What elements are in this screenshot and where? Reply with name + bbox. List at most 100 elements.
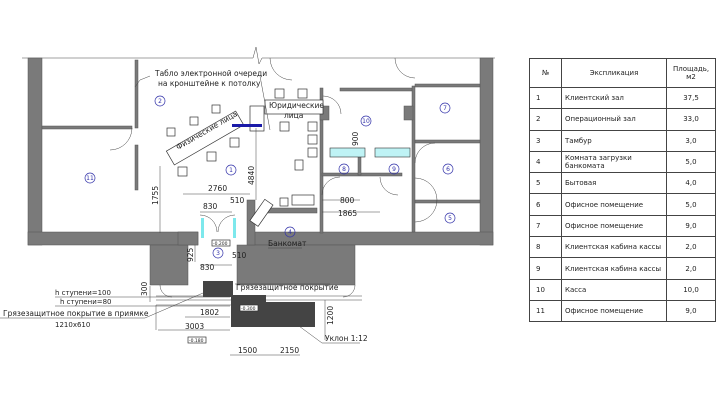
room-number: 10 [362, 118, 370, 125]
room-number: 7 [443, 105, 447, 112]
room-name-cell: Операционный зал [561, 108, 667, 131]
leader-lines [0, 75, 360, 344]
room-number-cell: 8 [529, 236, 562, 259]
room-number: 6 [446, 166, 450, 173]
dim-1200: 1200 [326, 306, 335, 325]
room-number: 9 [392, 166, 396, 173]
room-name-cell: Клиентская кабина кассы [561, 236, 667, 259]
table-header-row: № Экспликация Площадь, м2 [529, 58, 716, 88]
room-area-cell: 3,0 [666, 129, 716, 152]
room-name-cell: Комната загрузки банкомата [561, 150, 667, 174]
label-dirt-mat-size: 1210x610 [55, 321, 90, 329]
dim-925: 925 [186, 247, 195, 262]
level-mark: -0.300 [241, 306, 256, 312]
walls [27, 57, 494, 286]
room-number-cell: 5 [529, 172, 562, 195]
dim-1500: 1500 [238, 346, 257, 355]
room-number: 2 [158, 98, 162, 105]
label-slope: Уклон 1:12 [325, 334, 368, 343]
dim-1802: 1802 [200, 308, 219, 317]
col-description: Экспликация [561, 58, 667, 88]
room-number: 11 [86, 175, 94, 182]
room-name-cell: Офисное помещение [561, 193, 667, 216]
dim-2760: 2760 [208, 184, 227, 193]
dim-3003: 3003 [185, 322, 204, 331]
label-dirt-mat-pit: Грязезащитное покрытие в приямке [3, 309, 149, 318]
room-area-cell: 2,0 [666, 257, 716, 280]
room-name-cell: Клиентский зал [561, 86, 667, 110]
room-area-cell: 10,0 [666, 278, 716, 301]
col-number: № [529, 58, 562, 88]
dim-800: 800 [340, 196, 355, 205]
col-area: Площадь, м2 [666, 58, 716, 88]
level-mark: -0.200 [213, 241, 228, 247]
room-numbers: 1 2 3 4 5 6 7 8 9 10 11 [84, 95, 456, 259]
level-marks: -0.200 -0.300 -0.180 [187, 239, 259, 344]
room-number-cell: 3 [529, 129, 562, 152]
label-step-height-2: h ступени=80 [60, 298, 112, 306]
room-name-cell: Офисное помещение [561, 214, 667, 238]
dim-1865: 1865 [338, 209, 357, 218]
top-boundary [22, 46, 495, 65]
label-legal-entities: Юридические [269, 101, 324, 110]
entrance-mats [155, 281, 362, 330]
room-number-cell: 7 [529, 214, 562, 238]
dim-4840: 4840 [247, 166, 256, 185]
room-area-cell: 5,0 [666, 150, 716, 174]
room-name-cell: Касса [561, 278, 667, 301]
room-number-cell: 2 [529, 108, 562, 131]
label-step-height-1: h ступени=100 [55, 289, 111, 297]
room-area-cell: 4,0 [666, 172, 716, 195]
dim-300: 300 [140, 281, 149, 296]
dim-510-lower: 510 [232, 251, 247, 260]
dim-2150: 2150 [280, 346, 299, 355]
level-mark: -0.180 [189, 338, 204, 344]
room-area-cell: 2,0 [666, 236, 716, 259]
room-area-cell: 9,0 [666, 214, 716, 238]
room-number: 8 [342, 166, 346, 173]
dim-830: 830 [203, 202, 218, 211]
dim-510: 510 [230, 196, 245, 205]
room-area-cell: 9,0 [666, 299, 716, 323]
cash-windows [201, 147, 411, 238]
room-name-cell: Бытовая [561, 172, 667, 195]
room-name-cell: Офисное помещение [561, 299, 667, 323]
room-number-cell: 1 [529, 86, 562, 110]
dim-900: 900 [351, 131, 360, 146]
room-number: 5 [448, 215, 452, 222]
label-atm: Банкомат [268, 239, 307, 248]
furniture [165, 88, 324, 227]
note-queue-board: Табло электронной очереди [154, 69, 267, 78]
note-queue-board-mount: на кронштейне к потолку [158, 79, 261, 88]
dimension-labels: 2760 830 510 1755 4840 900 800 1865 925 … [140, 131, 360, 355]
room-number-cell: 10 [529, 278, 562, 301]
room-number-cell: 6 [529, 193, 562, 216]
room-area-cell: 5,0 [666, 193, 716, 216]
room-area-cell: 37,5 [666, 86, 716, 110]
label-dirt-mat: Грязезащитное покрытие [236, 283, 339, 292]
room-number-cell: 4 [529, 150, 562, 174]
room-number-cell: 11 [529, 299, 562, 323]
room-name-cell: Тамбур [561, 129, 667, 152]
room-number: 1 [229, 167, 233, 174]
room-number: 4 [288, 229, 292, 236]
dim-830-lower: 830 [200, 263, 215, 272]
room-area-cell: 33,0 [666, 108, 716, 131]
room-number-cell: 9 [529, 257, 562, 280]
label-legal-entities-2: лица [284, 111, 303, 120]
room-number: 3 [216, 250, 220, 257]
dim-1755: 1755 [151, 186, 160, 205]
